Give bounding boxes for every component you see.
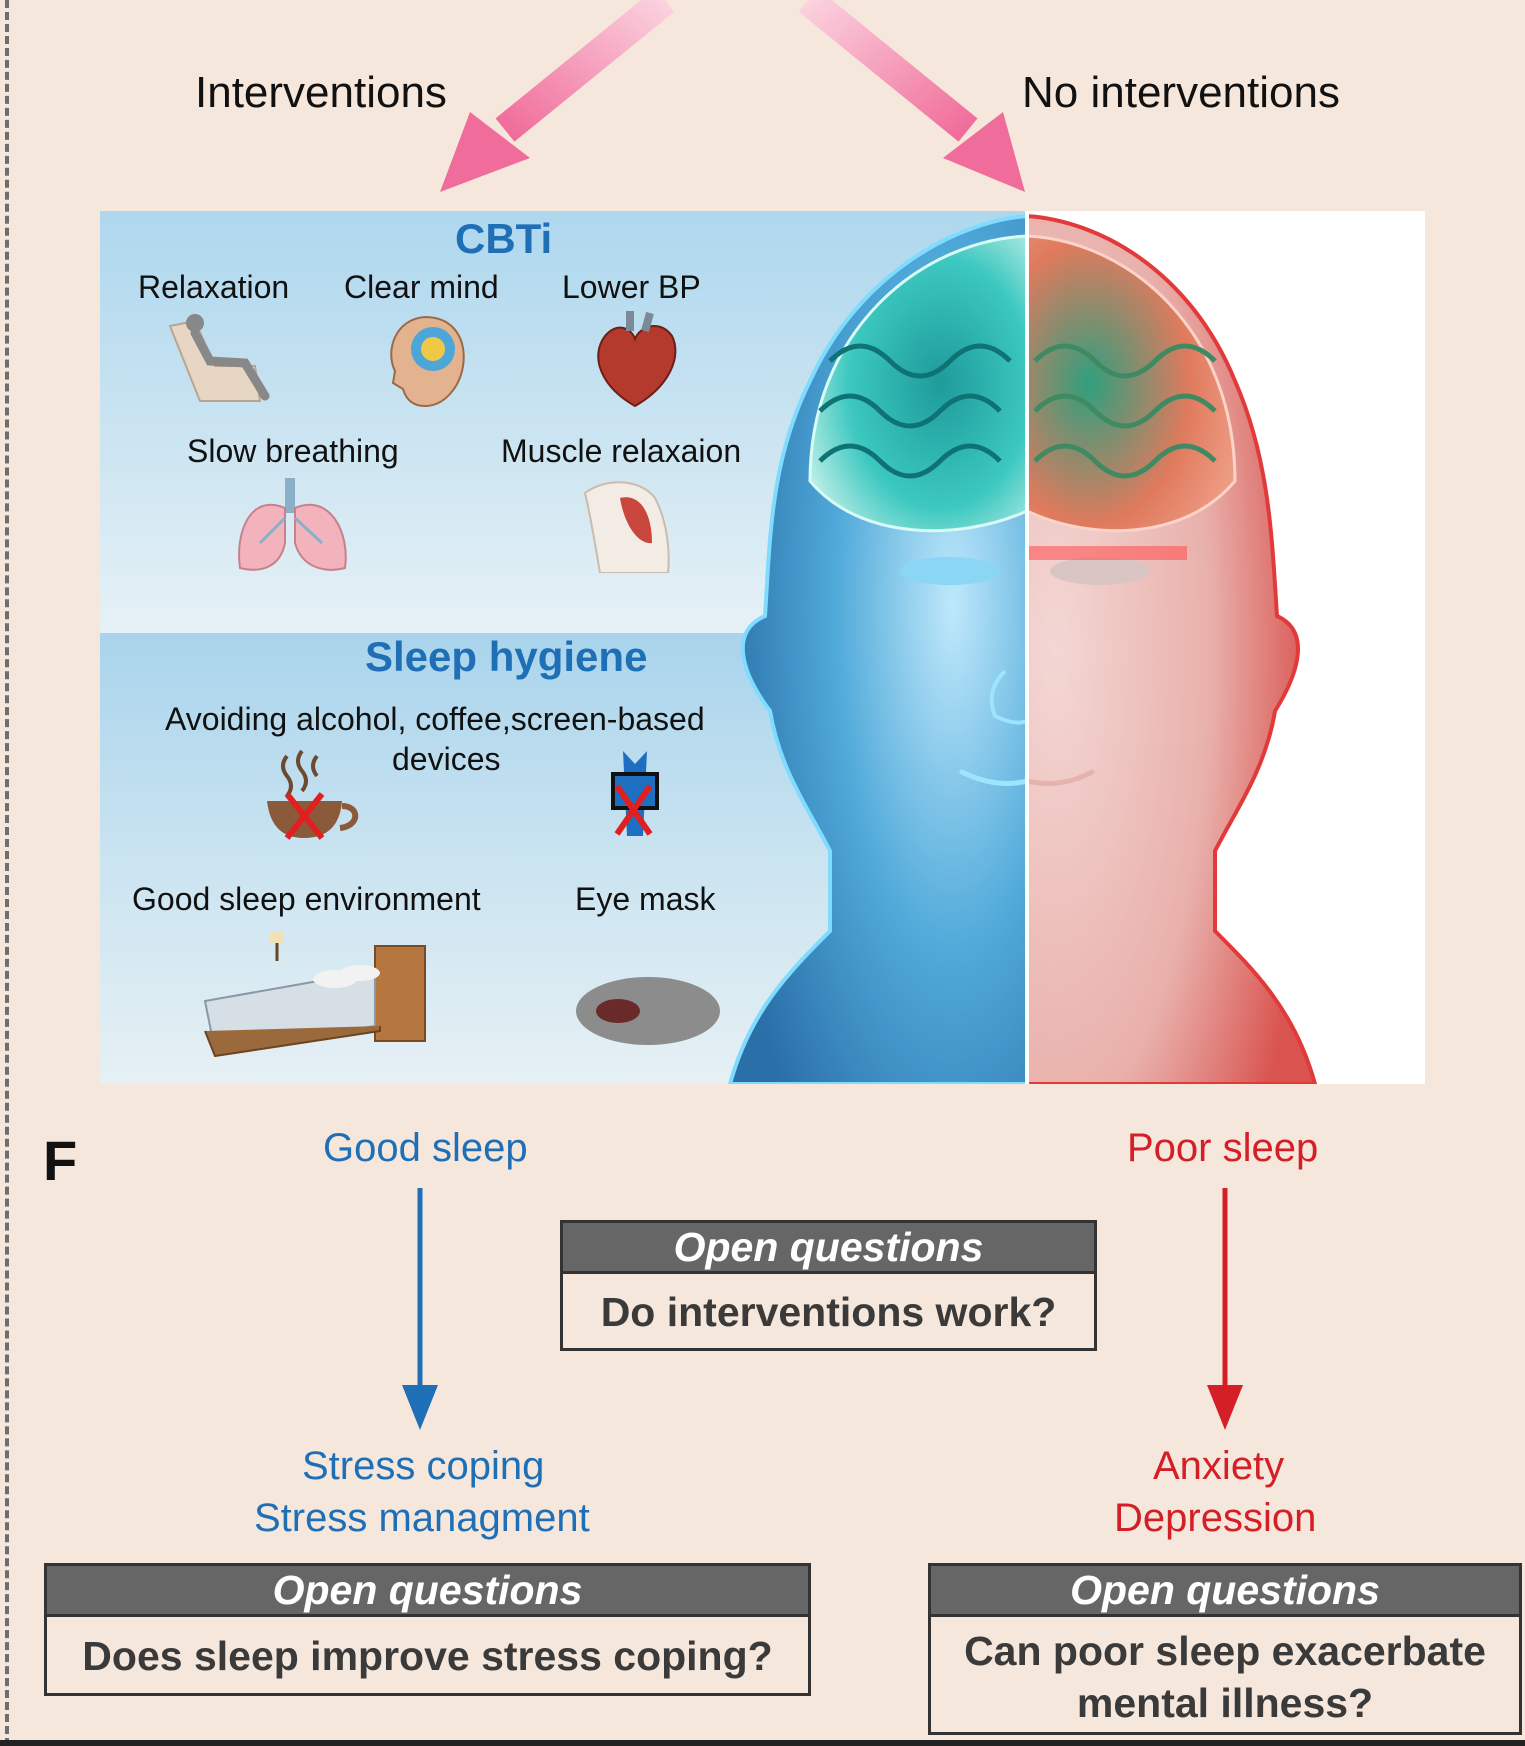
right-open-questions-box: Open questions Can poor sleep exacerbate…: [928, 1563, 1522, 1735]
right-pink-arrow: [798, 0, 1025, 192]
left-box-header: Open questions: [47, 1566, 808, 1617]
no-interventions-label: No interventions: [1022, 68, 1340, 117]
lungs-icon: [238, 478, 347, 571]
bed-icon: [203, 931, 426, 1058]
stress-management-label: Stress managment: [254, 1496, 590, 1540]
muscle-relaxation-label: Muscle relaxaion: [501, 433, 742, 469]
center-open-questions-box: Open questions Do interventions work?: [560, 1220, 1097, 1351]
eye-mask-icon: [576, 977, 720, 1045]
left-box-body: Does sleep improve stress coping?: [82, 1633, 773, 1679]
sleep-environment-label: Good sleep environment: [132, 881, 481, 917]
lower-bp-label: Lower BP: [562, 269, 701, 305]
recliner-icon: [168, 314, 270, 402]
right-box-body-line1: Can poor sleep exacerbate: [964, 1628, 1486, 1674]
shoulder-muscle-icon: [583, 481, 670, 573]
branch-arrows: [440, 0, 1025, 192]
blue-down-arrow: [402, 1188, 438, 1430]
left-dashed-border: [5, 0, 9, 1746]
bottom-border: [0, 1740, 1525, 1746]
clear-mind-head-icon: [390, 315, 465, 408]
panel-letter: F: [43, 1129, 78, 1192]
outcome-arrows: [402, 1188, 1243, 1430]
cbti-title: CBTi: [455, 215, 553, 262]
sleep-hygiene-title: Sleep hygiene: [365, 633, 648, 680]
eye-mask-label: Eye mask: [575, 881, 716, 917]
red-down-arrow: [1207, 1188, 1243, 1430]
interventions-label: Interventions: [195, 68, 447, 117]
clear-mind-label: Clear mind: [344, 269, 499, 305]
avoid-label-line2: devices: [392, 741, 501, 777]
no-screen-device-icon: [611, 751, 659, 836]
interventions-panel: CBTi Relaxation Clear mind Lower BP Slow…: [100, 211, 1425, 1084]
poor-sleep-label: Poor sleep: [1127, 1126, 1319, 1170]
avoid-label-line1: Avoiding alcohol, coffee,screen-based: [165, 701, 705, 737]
relaxation-label: Relaxation: [138, 269, 290, 305]
good-sleep-label: Good sleep: [323, 1126, 528, 1170]
no-coffee-icon: [267, 749, 359, 840]
center-box-body: Do interventions work?: [600, 1289, 1057, 1335]
right-box-body-line2: mental illness?: [1076, 1680, 1374, 1726]
slow-breathing-label: Slow breathing: [187, 433, 399, 469]
anxiety-label: Anxiety: [1153, 1444, 1285, 1488]
head-illustration: [727, 211, 1318, 1084]
depression-label: Depression: [1114, 1496, 1317, 1540]
center-box-header: Open questions: [563, 1223, 1094, 1274]
left-pink-arrow: [440, 0, 675, 192]
left-open-questions-box: Open questions Does sleep improve stress…: [44, 1563, 811, 1696]
right-box-header: Open questions: [931, 1566, 1519, 1617]
stress-coping-label: Stress coping: [302, 1444, 545, 1488]
heart-icon: [597, 311, 677, 408]
